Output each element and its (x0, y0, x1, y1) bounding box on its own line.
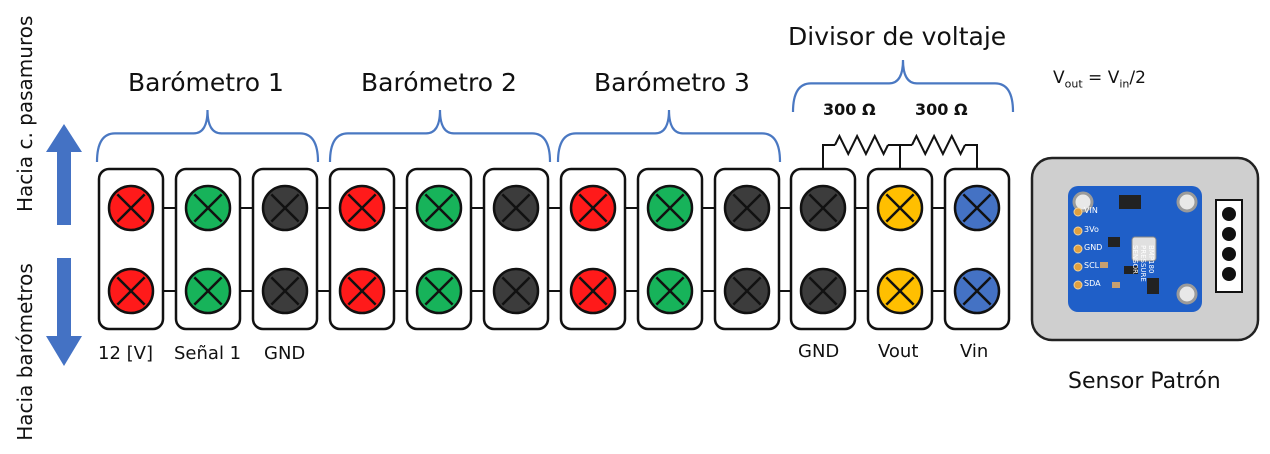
arrow-down-head (46, 336, 82, 366)
cross-line (501, 276, 531, 306)
arrow-down-shaft (57, 258, 71, 338)
resistor-2-icon (911, 133, 966, 157)
regulator-chip-icon (1119, 195, 1141, 209)
cross-line (655, 193, 685, 223)
cross-line (193, 276, 223, 306)
cross-line (808, 193, 838, 223)
mount-hole-icon (1176, 191, 1198, 213)
cross-line (270, 276, 300, 306)
cross-line (116, 193, 146, 223)
cross-line (885, 193, 915, 223)
cross-line (424, 193, 454, 223)
cross-line (347, 276, 377, 306)
formula-eq: = V (1082, 68, 1120, 88)
formula-in-sub: in (1119, 77, 1130, 91)
cross-line (501, 193, 531, 223)
cross-line (424, 276, 454, 306)
chip-text-1: BMP180 (1147, 245, 1155, 274)
resistor-lead (888, 144, 901, 169)
voltage-formula: Vout = Vin/2 (1053, 68, 1146, 90)
pressure-chip-icon (1131, 236, 1157, 262)
pin-label-vout: Vout (878, 341, 919, 362)
cross-line (347, 193, 377, 223)
cross-line (885, 276, 915, 306)
cross-line (808, 276, 838, 306)
resistor-lead (822, 144, 835, 169)
mount-hole-icon (1176, 283, 1198, 305)
arrow-up-head (46, 124, 82, 152)
sensor-chip-text: BMP180 PRESSURE SENSOR (1131, 245, 1155, 282)
arrow-up-shaft (57, 150, 71, 225)
sensor-pin-sda: SDA (1084, 279, 1101, 288)
pin-label-gnd-right: GND (798, 341, 840, 362)
label-hacia-pasamuros: Hacia c. pasamuros (13, 15, 37, 212)
header-pin-icon (1222, 267, 1236, 281)
board-pad-icon (1073, 226, 1083, 236)
board-pad-icon (1073, 262, 1083, 272)
smd-part-icon (1100, 262, 1108, 268)
resistor-1-icon (834, 133, 889, 157)
cross-line (270, 193, 300, 223)
bracket-barometro-2 (328, 109, 552, 163)
pin-label-senal-1: Señal 1 (174, 343, 242, 364)
formula-v: V (1053, 68, 1065, 88)
bracket-barometro-3 (556, 109, 782, 163)
formula-div: /2 (1129, 68, 1146, 88)
chip-text-2: PRESSURE (1139, 245, 1147, 282)
smd-part-icon (1108, 237, 1120, 247)
group-title-barometro-3: Barómetro 3 (594, 68, 750, 97)
board-pad-icon (1073, 244, 1083, 254)
bracket-barometro-1 (95, 109, 320, 163)
cross-line (655, 276, 685, 306)
cross-line (732, 193, 762, 223)
bracket-divisor (791, 59, 1015, 113)
group-title-divisor: Divisor de voltaje (788, 22, 1007, 51)
sensor-pin-3vo: 3Vo (1084, 225, 1099, 234)
resistor-1-label: 300 Ω (823, 100, 876, 119)
cross-line (732, 276, 762, 306)
header-pin-icon (1222, 247, 1236, 261)
pin-label-12v: 12 [V] (98, 343, 153, 364)
header-pin-icon (1222, 227, 1236, 241)
board-pad-icon (1073, 280, 1083, 290)
resistor-2-label: 300 Ω (915, 100, 968, 119)
sensor-pin-gnd: GND (1084, 243, 1103, 252)
pin-label-gnd-left: GND (264, 343, 306, 364)
cross-line (578, 193, 608, 223)
cross-line (962, 193, 992, 223)
chip-text-3: SENSOR (1131, 245, 1139, 274)
board-pad-icon (1073, 207, 1083, 217)
cross-line (116, 276, 146, 306)
mount-hole-icon (1072, 191, 1094, 213)
smd-part-icon (1124, 266, 1138, 274)
cross-line (962, 276, 992, 306)
group-title-barometro-2: Barómetro 2 (361, 68, 517, 97)
cross-line (193, 193, 223, 223)
pin-label-vin: Vin (960, 341, 989, 362)
label-hacia-barometros: Hacia barómetros (13, 263, 37, 441)
sensor-pin-scl: SCL (1084, 261, 1100, 270)
header-pin-icon (1222, 207, 1236, 221)
formula-out-sub: out (1064, 77, 1083, 91)
sensor-caption: Sensor Patrón (1068, 369, 1221, 394)
smd-part-icon (1112, 282, 1120, 288)
smd-part-icon (1147, 278, 1159, 294)
sensor-pin-vin: VIN (1084, 206, 1098, 215)
group-title-barometro-1: Barómetro 1 (128, 68, 284, 97)
cross-line (578, 276, 608, 306)
resistor-lead (965, 144, 978, 169)
